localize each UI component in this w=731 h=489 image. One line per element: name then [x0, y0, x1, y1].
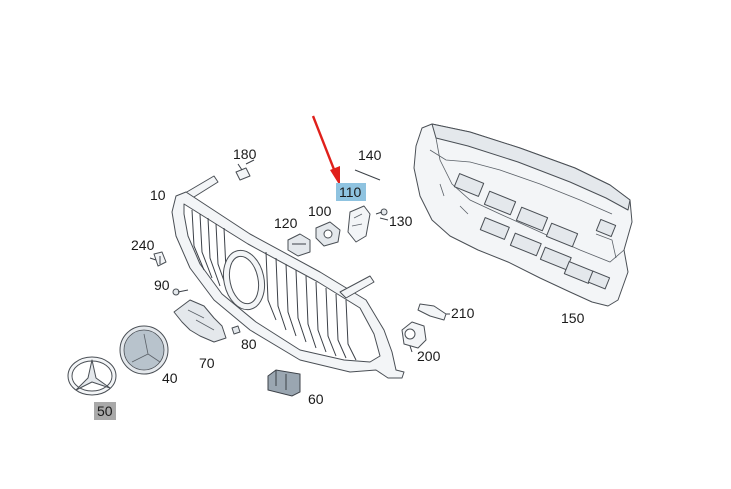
- bolt: [375, 208, 388, 216]
- callout-150: 150: [561, 310, 585, 326]
- callout-40: 40: [162, 370, 178, 386]
- callout-10: 10: [150, 187, 166, 203]
- callout-50: 50: [97, 403, 113, 419]
- mounting-bracket: [417, 303, 447, 321]
- bracket-holder: [347, 205, 371, 243]
- camera-module: [401, 321, 427, 349]
- leader-lines: [149, 159, 450, 353]
- star-emblem-backplate: [119, 325, 169, 375]
- three-pointed-star-emblem: [67, 356, 117, 396]
- sensor-housing: [315, 221, 341, 247]
- callout-90: 90: [154, 277, 170, 293]
- callout-110-highlight: [336, 183, 366, 201]
- callout-240: 240: [131, 237, 155, 253]
- clip-rivet: [235, 163, 251, 181]
- callout-70: 70: [199, 355, 215, 371]
- expanding-nut: [153, 251, 167, 267]
- callout-120: 120: [274, 215, 298, 231]
- pin: [231, 325, 241, 335]
- emblem-bracket: [173, 299, 227, 343]
- callout-100: 100: [308, 203, 332, 219]
- callout-180: 180: [233, 146, 257, 162]
- callout-140: 140: [358, 147, 382, 163]
- callout-210: 210: [451, 305, 475, 321]
- callout-labels: 10 40 50 60 70 80 90 100 110 120 130 140…: [94, 146, 585, 420]
- grille-assembly: [171, 175, 405, 379]
- trim-clip: [267, 369, 301, 397]
- plug-connector: [287, 233, 311, 257]
- air-duct-panel: [413, 123, 633, 307]
- callout-80: 80: [241, 336, 257, 352]
- highlight-arrow: [311, 115, 340, 186]
- callout-130: 130: [389, 213, 413, 229]
- screw: [172, 288, 189, 296]
- callout-50-highlight: [94, 402, 116, 420]
- callout-200: 200: [417, 348, 441, 364]
- callout-60: 60: [308, 391, 324, 407]
- callout-110: 110: [339, 184, 362, 200]
